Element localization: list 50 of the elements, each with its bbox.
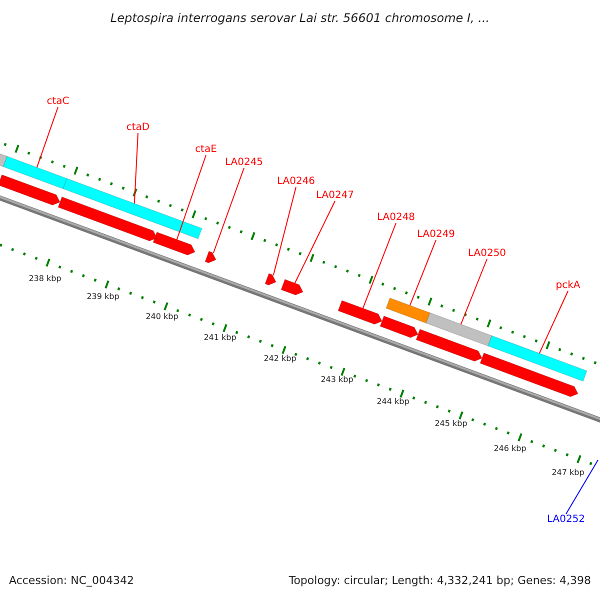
gene-label: LA0252 xyxy=(546,514,586,525)
leader-line xyxy=(566,460,598,514)
genome-summary-text: Topology: circular; Length: 4,332,241 bp; Genes: 4,398 xyxy=(288,575,591,588)
scale-label: 245 kbp xyxy=(434,420,468,429)
gene-bar xyxy=(488,335,588,382)
accession-text: Accession: NC_004342 xyxy=(9,575,134,588)
leader-line xyxy=(538,290,568,354)
scale-label: 242 kbp xyxy=(264,355,296,364)
gene-bar xyxy=(386,297,430,324)
gene-label: LA0248 xyxy=(376,212,416,223)
gene-feature xyxy=(152,232,196,256)
diagram-title: Leptospira interrogans serovar Lai str. 56601 chromosome I, ... xyxy=(110,12,490,26)
leader-line xyxy=(176,154,206,240)
gene-bar xyxy=(2,156,68,190)
leader-line xyxy=(294,200,336,284)
scale-label: 244 kbp xyxy=(376,398,410,407)
leader-line xyxy=(272,186,296,276)
gene-label: LA0250 xyxy=(468,248,506,259)
leader-line xyxy=(460,258,488,325)
gene-bar xyxy=(426,312,492,347)
gene-label: LA0246 xyxy=(276,176,316,187)
gene-label: ctaD xyxy=(126,122,150,133)
scale-label: 238 kbp xyxy=(28,275,62,284)
leader-line xyxy=(36,106,58,168)
gene-label: LA0249 xyxy=(416,229,456,240)
gene-feature xyxy=(0,174,61,206)
gene-feature xyxy=(338,300,383,325)
gene-label: LA0247 xyxy=(316,190,354,201)
scale-label: 239 kbp xyxy=(86,293,120,302)
gene-bar xyxy=(62,178,202,240)
gene-label: ctaE xyxy=(195,144,217,155)
gene-label: LA0245 xyxy=(224,157,264,168)
scale-label: 247 kbp xyxy=(552,469,584,478)
gene-feature xyxy=(204,250,217,264)
leader-line xyxy=(134,132,138,204)
gene-feature xyxy=(264,273,277,286)
leader-line xyxy=(362,222,396,309)
gene-label: pckA xyxy=(556,280,580,291)
leader-line xyxy=(212,168,244,254)
gene-feature xyxy=(58,196,158,242)
scale-label: 243 kbp xyxy=(320,376,354,385)
gene-feature xyxy=(280,278,304,296)
scale-label: 246 kbp xyxy=(494,445,526,454)
gene-feature xyxy=(480,352,579,398)
scale-label: 240 kbp xyxy=(146,313,178,322)
scale-label: 241 kbp xyxy=(204,334,236,343)
gene-label: ctaC xyxy=(46,96,70,107)
leader-line xyxy=(409,240,436,306)
gene-feature xyxy=(380,315,419,338)
gene-feature xyxy=(416,328,483,362)
